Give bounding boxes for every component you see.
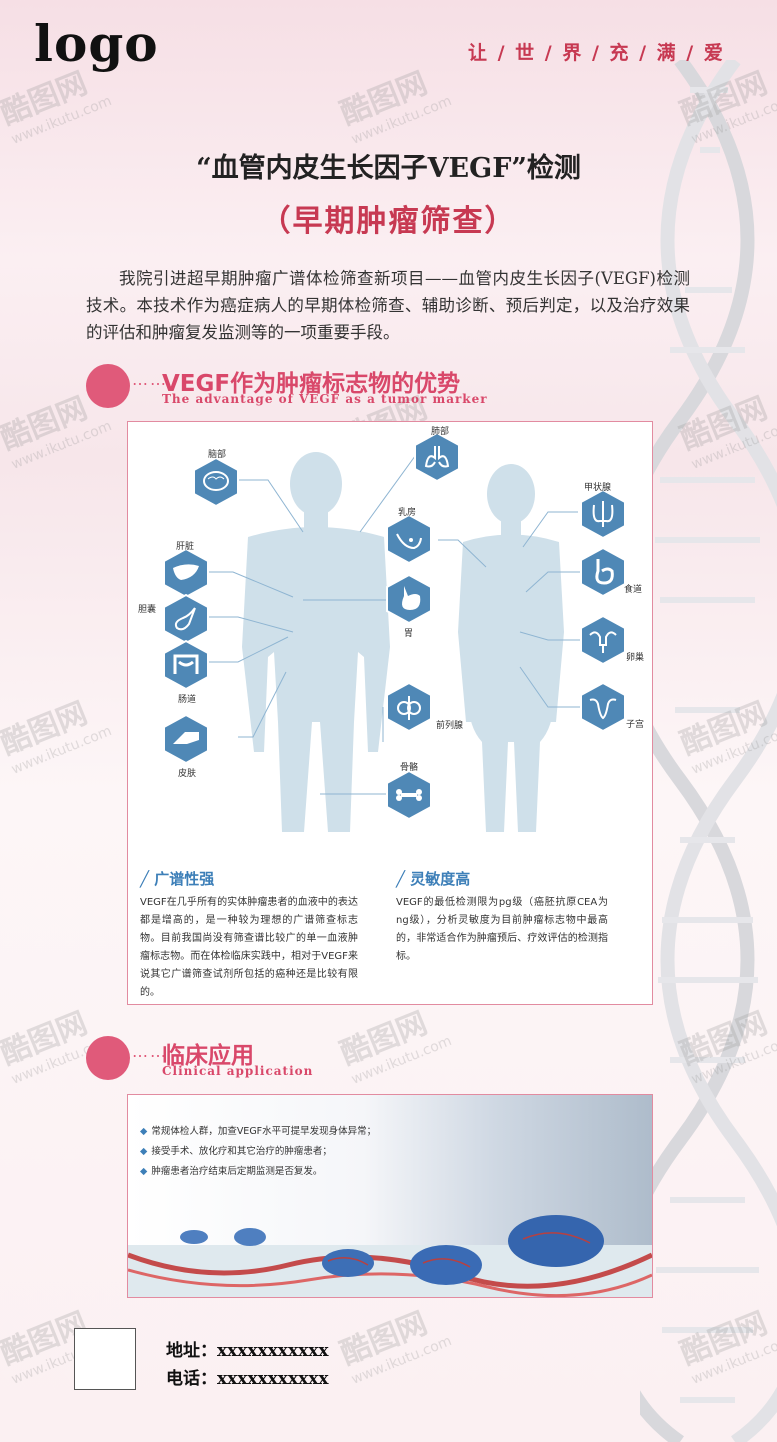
organ-label-prostate: 前列腺: [436, 721, 464, 731]
section-subtitle: Clinical application: [162, 1064, 314, 1078]
advantage-heading: ╱ 灵敏度高: [396, 870, 471, 888]
clinical-item: ◆肿瘤患者治疗结束后定期监测是否复发。: [140, 1166, 323, 1177]
ovary-icon: [580, 615, 626, 665]
organ-label-thyroid: 甲状腺: [584, 483, 612, 493]
logo: logo: [34, 14, 159, 73]
organ-label-stomach: 胃: [404, 629, 414, 639]
advantage-text: VEGF的最低检测限为pg级（癌胚抗原CEA为ng级），分析灵敏度为目前肿瘤标志…: [396, 897, 608, 962]
intestine-icon: [163, 640, 209, 690]
bone-icon: [386, 770, 432, 820]
intro-paragraph: 我院引进超早期肿瘤广谱体检筛查新项目——血管内皮生长因子(VEGF)检测技术。本…: [86, 269, 690, 342]
esophagus-icon: [580, 547, 626, 597]
slogan: 让 / 世 / 界 / 充 / 满 / 爱: [468, 42, 725, 64]
thyroid-icon: [580, 489, 626, 539]
organ-label-bone: 骨骼: [400, 763, 419, 773]
page-subtitle: （早期肿瘤筛查）: [260, 204, 517, 239]
contact-phone: 电话：xxxxxxxxxxx: [166, 1369, 329, 1389]
organ-diagram-panel: 脑部 肺部 甲状腺 乳房 肝脏 食道 胆囊 胃 卵巢 肠道 前列腺 子宫 皮肤 …: [127, 421, 653, 1005]
organ-label-ovary: 卵巢: [626, 653, 645, 663]
contact-address: 地址：xxxxxxxxxxx: [166, 1341, 329, 1361]
organ-label-uterus: 子宫: [626, 720, 645, 730]
organ-label-liver: 肝脏: [176, 542, 195, 552]
qr-code-placeholder: [74, 1328, 136, 1390]
clinical-panel: ◆常规体检人群，加查VEGF水平可提早发现身体异常； ◆接受手术、放化疗和其它治…: [127, 1094, 653, 1298]
organ-label-skin: 皮肤: [178, 769, 197, 779]
section-dots: ……: [132, 1042, 168, 1061]
prostate-icon: [386, 682, 432, 732]
clinical-item: ◆接受手术、放化疗和其它治疗的肿瘤患者；: [140, 1146, 332, 1157]
advantage-text: VEGF在几乎所有的实体肿瘤患者的血液中的表达都是增高的，是一种较为理想的广谱筛…: [140, 897, 358, 998]
page-title: “血管内皮生长因子VEGF”检测: [196, 153, 581, 184]
organ-label-brain: 脑部: [208, 450, 227, 460]
skin-icon: [163, 714, 209, 764]
advantage-heading: ╱ 广谱性强: [140, 870, 215, 888]
organ-label-lung: 肺部: [431, 427, 450, 437]
section-dots: ……: [132, 370, 168, 389]
brain-icon: [193, 457, 239, 507]
section-dot-icon: [86, 1036, 130, 1080]
liver-icon: [163, 548, 209, 598]
stomach-icon: [386, 574, 432, 624]
organ-label-esophagus: 食道: [624, 585, 643, 595]
human-silhouettes: [208, 451, 580, 832]
organ-label-intestine: 肠道: [178, 695, 197, 705]
lung-icon: [414, 432, 460, 482]
organ-label-gallbladder: 胆囊: [138, 605, 157, 615]
clinical-item: ◆常规体检人群，加查VEGF水平可提早发现身体异常；: [140, 1126, 377, 1137]
breast-icon: [386, 514, 432, 564]
dna-helix-decoration: [640, 60, 777, 1442]
section-title: 临床应用: [162, 1043, 254, 1069]
tumor-vessel-illustration: [128, 1215, 652, 1297]
section-dot-icon: [86, 364, 130, 408]
uterus-icon: [580, 682, 626, 732]
section-title: VEGF作为肿瘤标志物的优势: [162, 371, 461, 397]
organ-label-breast: 乳房: [398, 508, 417, 518]
section-subtitle: The advantage of VEGF as a tumor marker: [162, 392, 488, 406]
gallbladder-icon: [163, 594, 209, 644]
